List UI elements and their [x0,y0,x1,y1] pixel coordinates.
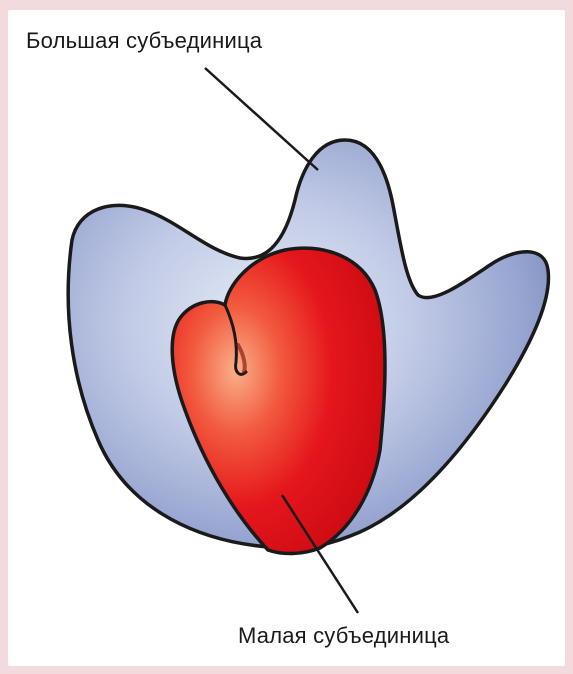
large-subunit-label: Большая субъединица [26,28,262,54]
large-subunit-leader-line [205,68,318,170]
small-subunit-label: Малая субъединица [238,623,449,649]
